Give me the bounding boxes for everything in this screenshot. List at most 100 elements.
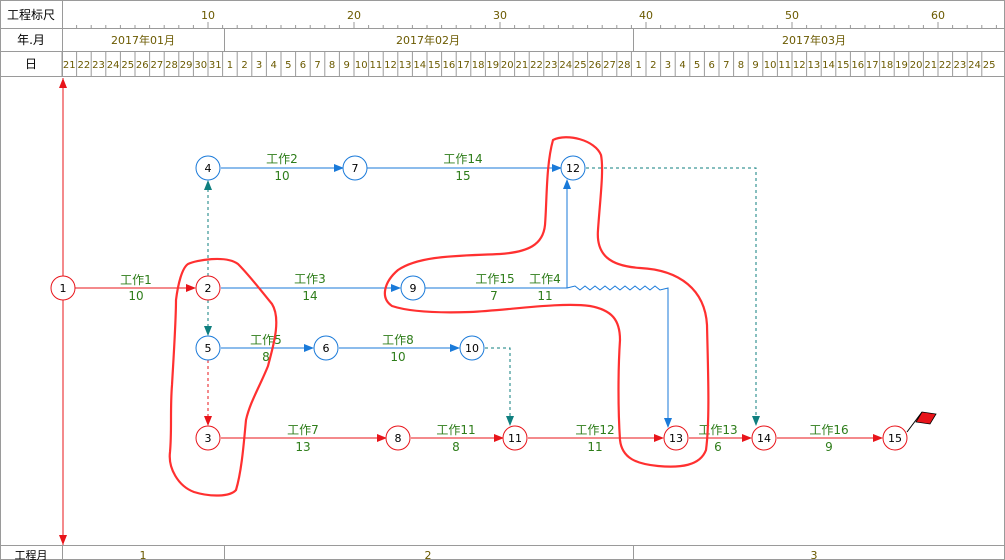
day-cell: 11	[370, 60, 383, 71]
time-axis-arrow-down	[59, 535, 67, 545]
day-cell: 15	[837, 60, 850, 71]
finish-flag-icon	[906, 411, 937, 433]
activity-duration-11: 8	[452, 440, 460, 454]
node-15-label: 15	[888, 432, 902, 445]
day-cell: 15	[428, 60, 441, 71]
activity-name-3: 工作3	[294, 272, 326, 286]
day-cell: 25	[983, 60, 996, 71]
day-cell: 16	[443, 60, 456, 71]
node-2[interactable]: 2	[195, 275, 221, 301]
node-9[interactable]: 9	[400, 275, 426, 301]
month-label: 年.月	[17, 33, 45, 47]
day-cell: 13	[399, 60, 412, 71]
node-15[interactable]: 15	[882, 425, 908, 451]
node-11-label: 11	[508, 432, 522, 445]
month-feb: 2017年02月	[396, 33, 460, 47]
ruler-tick-40: 40	[639, 9, 653, 22]
day-cell: 4	[679, 60, 685, 71]
day-cell: 12	[384, 60, 397, 71]
activity-duration-1: 10	[128, 289, 143, 303]
day-cell: 7	[314, 60, 320, 71]
nodes: 1 2 3 4 5 6 7 8 9 10 11 12 13 14 15	[50, 155, 908, 451]
activity-name-16: 工作16	[809, 423, 848, 437]
ruler-ticks: 10 20 30 40 50 60	[201, 9, 945, 22]
day-cell: 8	[329, 60, 335, 71]
edge-9-13-wavy	[566, 285, 672, 428]
activity-duration-12: 11	[587, 440, 602, 454]
node-8[interactable]: 8	[385, 425, 411, 451]
ruler-tick-10: 10	[201, 9, 215, 22]
day-cell: 24	[968, 60, 981, 71]
footer-month-3: 3	[811, 549, 818, 560]
node-5[interactable]: 5	[195, 335, 221, 361]
node-14[interactable]: 14	[751, 425, 777, 451]
time-axis-arrow-up	[59, 78, 67, 88]
activity-name-2: 工作2	[266, 152, 298, 166]
node-3[interactable]: 3	[195, 425, 221, 451]
day-cell: 21	[516, 60, 529, 71]
dummy-12-14	[586, 167, 760, 426]
node-14-label: 14	[757, 432, 771, 445]
node-12-label: 12	[566, 162, 580, 175]
activity-duration-13: 6	[714, 440, 722, 454]
node-3-label: 3	[205, 432, 212, 445]
day-cell: 5	[285, 60, 291, 71]
activity-name-13: 工作13	[698, 423, 737, 437]
node-4[interactable]: 4	[195, 155, 221, 181]
activity-duration-4: 11	[537, 289, 552, 303]
node-1[interactable]: 1	[50, 275, 76, 301]
node-9-label: 9	[410, 282, 417, 295]
node-6-label: 6	[323, 342, 330, 355]
node-10[interactable]: 10	[459, 335, 485, 361]
day-cell: 28	[618, 60, 631, 71]
day-cell: 20	[501, 60, 514, 71]
day-cell: 18	[472, 60, 485, 71]
day-cell: 23	[92, 60, 105, 71]
day-cell: 7	[723, 60, 729, 71]
day-cell: 22	[530, 60, 543, 71]
activity-name-7: 工作7	[287, 423, 319, 437]
ruler-minor-ticks	[76, 22, 997, 28]
node-7[interactable]: 7	[342, 155, 368, 181]
day-cell: 21	[924, 60, 937, 71]
day-cell: 1	[636, 60, 642, 71]
footer-month-2: 2	[425, 549, 432, 560]
node-10-label: 10	[465, 342, 479, 355]
markup-loop-right	[383, 136, 710, 468]
day-cell: 3	[665, 60, 671, 71]
activity-duration-16: 9	[825, 440, 833, 454]
day-cell: 1	[227, 60, 233, 71]
month-row: 2017年01月 2017年02月 2017年03月	[111, 33, 846, 47]
node-2-label: 2	[205, 282, 212, 295]
day-cell: 4	[271, 60, 277, 71]
month-jan: 2017年01月	[111, 33, 175, 47]
day-cell: 27	[603, 60, 616, 71]
day-cell: 26	[136, 60, 149, 71]
footer-month-1: 1	[140, 549, 147, 560]
node-11[interactable]: 11	[502, 425, 528, 451]
activity-duration-15: 7	[490, 289, 498, 303]
ruler-tick-50: 50	[785, 9, 799, 22]
day-cell: 25	[121, 60, 134, 71]
month-mar: 2017年03月	[782, 33, 846, 47]
day-cell: 26	[589, 60, 602, 71]
day-cell: 28	[165, 60, 178, 71]
activity-duration-2: 10	[274, 169, 289, 183]
day-cell: 6	[709, 60, 715, 71]
day-cell: 11	[778, 60, 791, 71]
node-6[interactable]: 6	[313, 335, 339, 361]
ruler-tick-20: 20	[347, 9, 361, 22]
footer-label: 工程月	[15, 549, 48, 560]
day-cell: 24	[559, 60, 572, 71]
node-13[interactable]: 13	[663, 425, 689, 451]
node-12[interactable]: 12	[560, 155, 586, 181]
day-cell: 13	[808, 60, 821, 71]
ruler-tick-60: 60	[931, 9, 945, 22]
day-cell: 12	[793, 60, 806, 71]
activity-name-11: 工作11	[436, 423, 475, 437]
day-cell: 23	[954, 60, 967, 71]
day-cell: 2	[241, 60, 247, 71]
activity-duration-7: 13	[295, 440, 310, 454]
